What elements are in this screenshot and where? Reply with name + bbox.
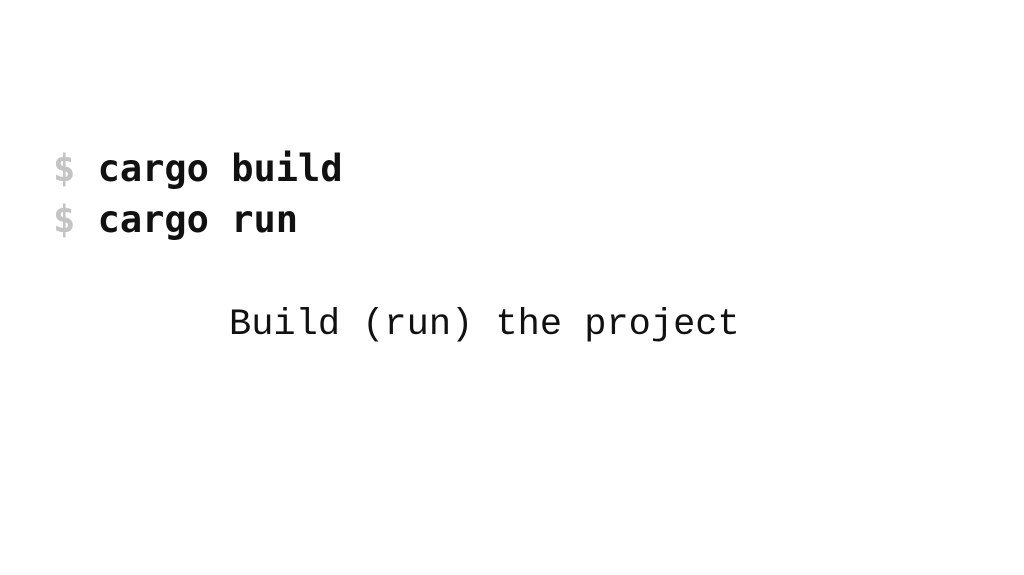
command-text: cargo build <box>97 147 343 190</box>
command-line-build: $ cargo build <box>53 150 343 187</box>
command-line-run: $ cargo run <box>53 201 298 238</box>
caption: Build (run) the project <box>229 304 740 346</box>
command-text: cargo run <box>97 198 299 241</box>
prompt-symbol: $ <box>53 198 76 241</box>
prompt-symbol: $ <box>53 147 76 190</box>
